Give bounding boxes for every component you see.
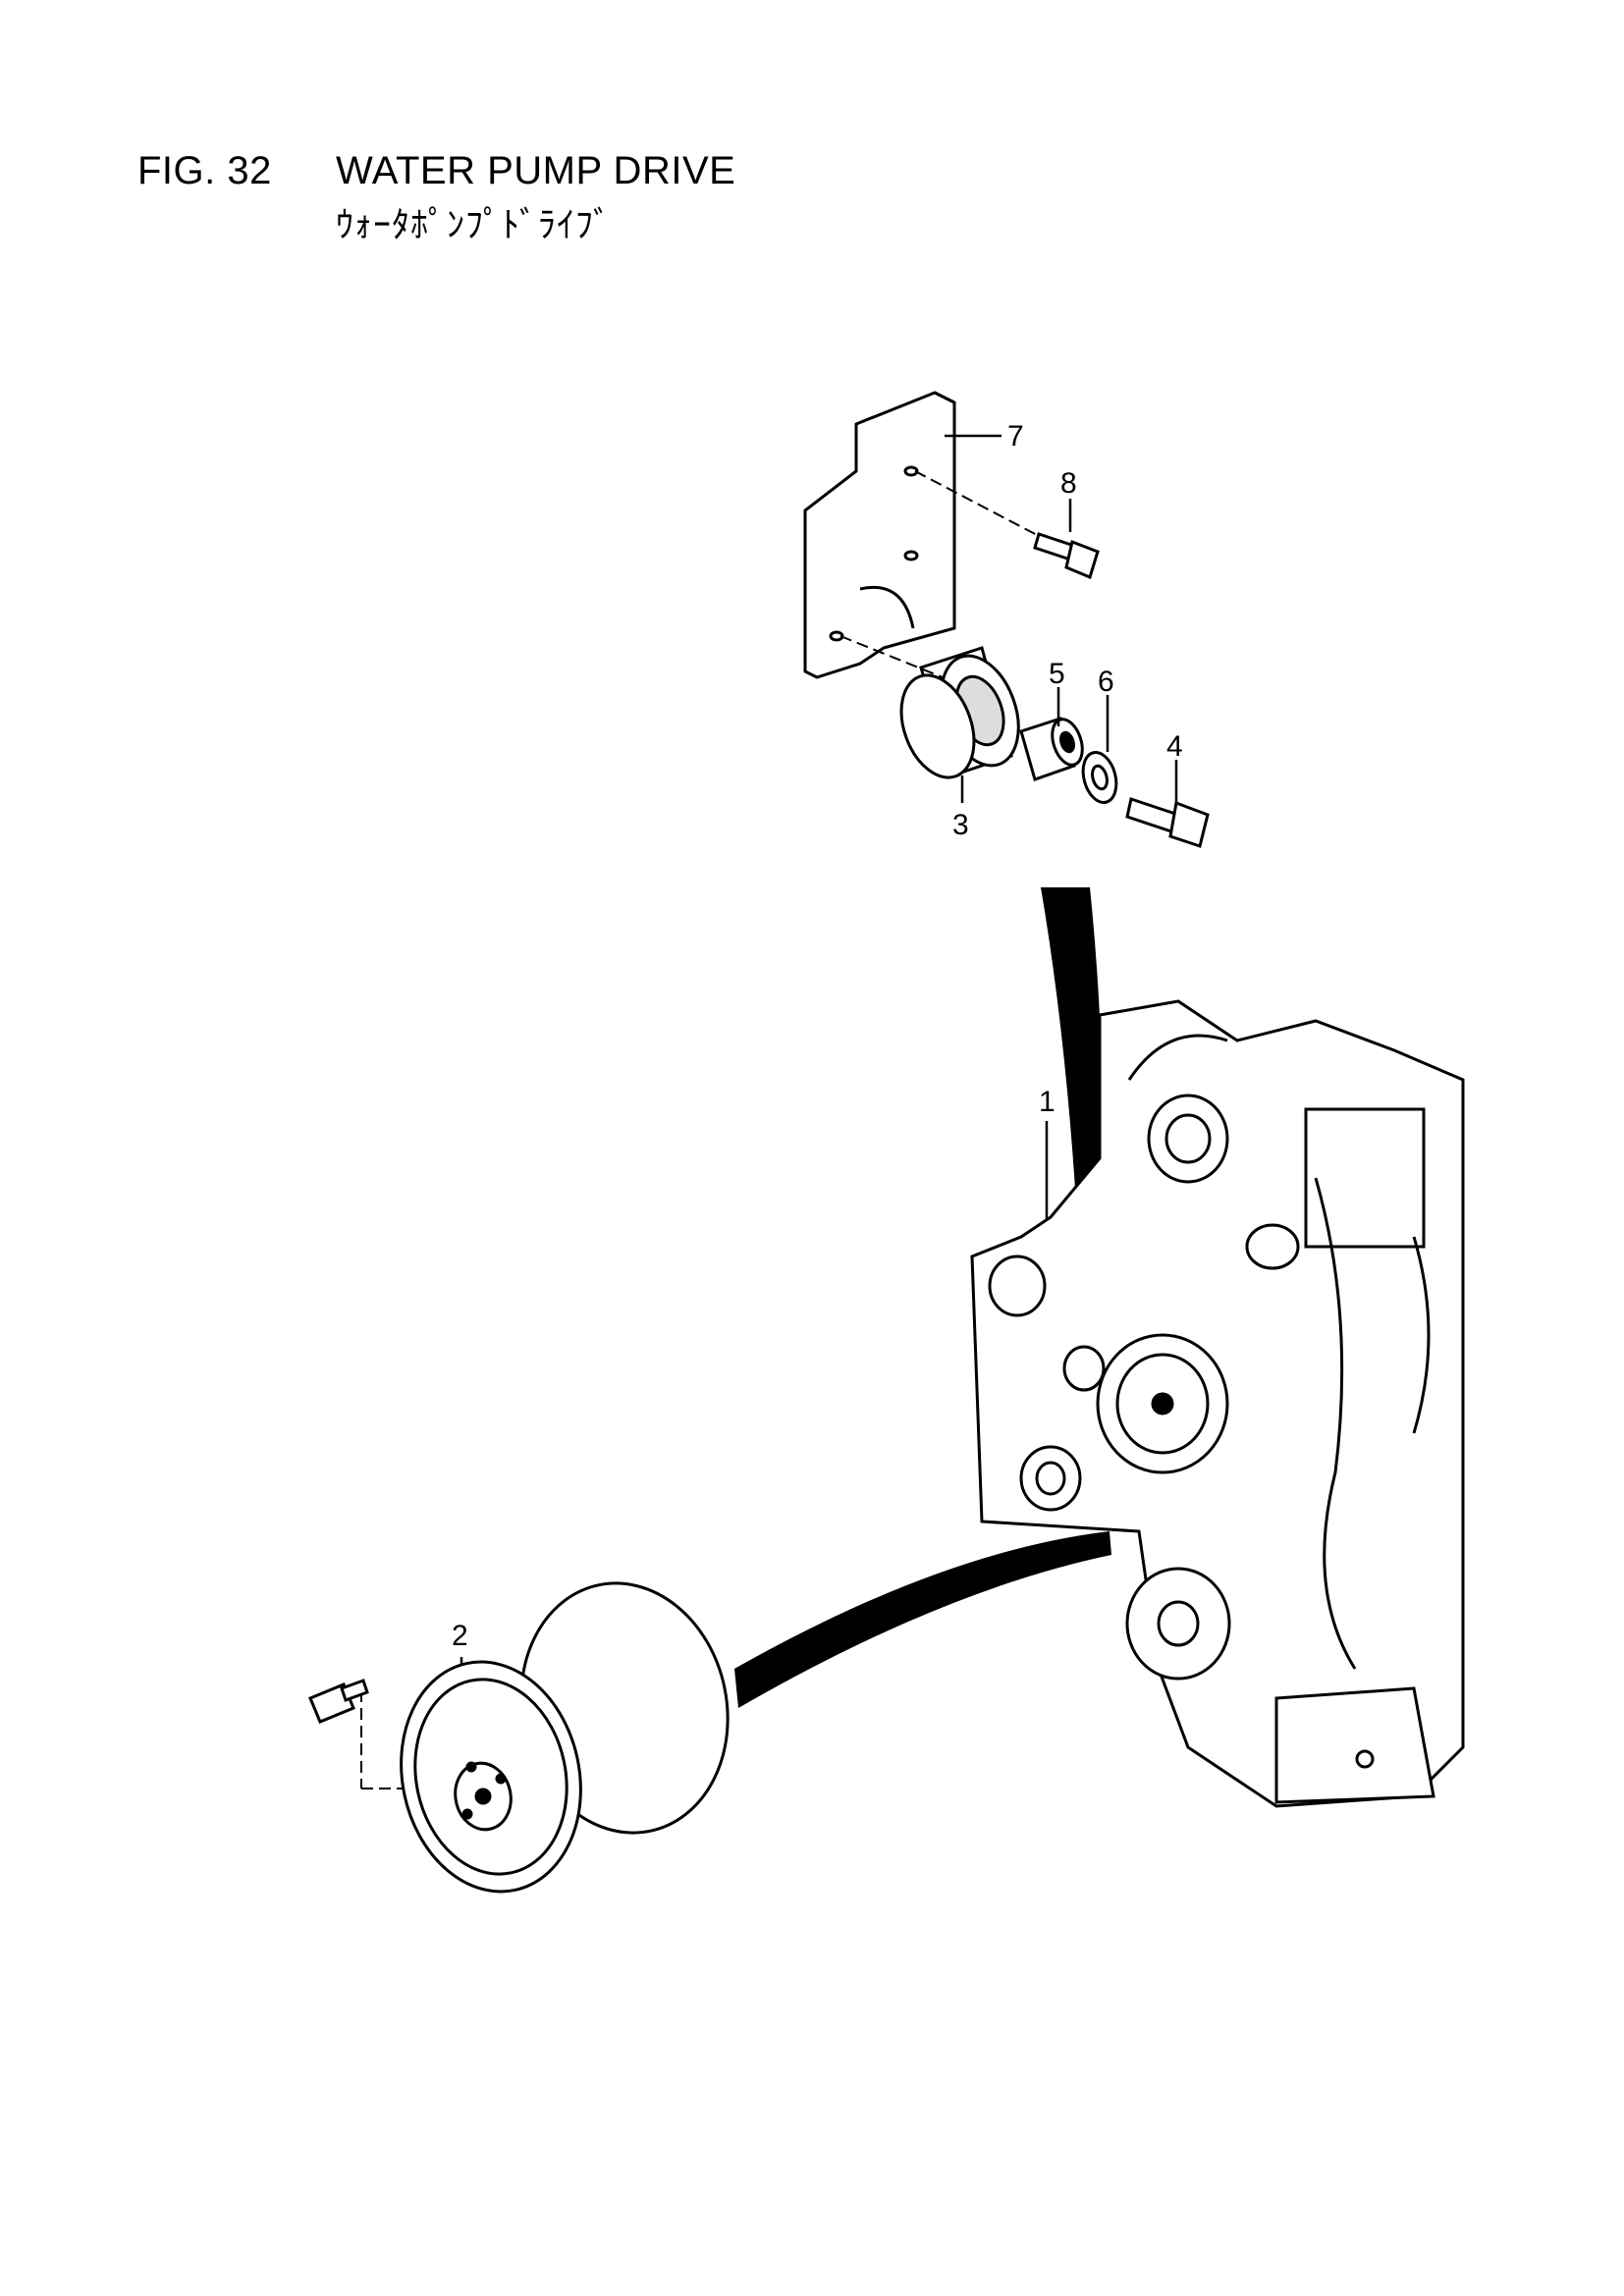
figure-title: WATER PUMP DRIVE: [336, 149, 736, 192]
pulley-bolt: [1125, 797, 1210, 848]
idler-pulley: [899, 646, 1020, 779]
spacer-collar: [1019, 717, 1084, 781]
bracket-bolt: [1033, 532, 1100, 580]
figure-number: FIG. 32: [137, 149, 272, 192]
pulley-mounting-bolt: [308, 1679, 369, 1724]
washer: [1081, 751, 1118, 804]
callout-4: 4: [1166, 730, 1183, 763]
callout-labels: 1 2 3 4 5 6 7 8: [452, 420, 1183, 1652]
bracket-plate: [803, 391, 956, 679]
engine-assembly: [970, 999, 1465, 1808]
figure-title-japanese: ｳｫｰﾀﾎﾟﾝﾌﾟﾄﾞﾗｲﾌﾞ: [336, 204, 612, 244]
callout-6: 6: [1098, 666, 1114, 698]
callout-7: 7: [1007, 420, 1024, 453]
callout-8: 8: [1060, 467, 1077, 500]
callout-3: 3: [952, 809, 969, 841]
callout-2: 2: [452, 1620, 468, 1652]
callout-1: 1: [1039, 1086, 1056, 1118]
water-pump-pulley: [400, 1581, 730, 1894]
callout-5: 5: [1049, 658, 1065, 690]
